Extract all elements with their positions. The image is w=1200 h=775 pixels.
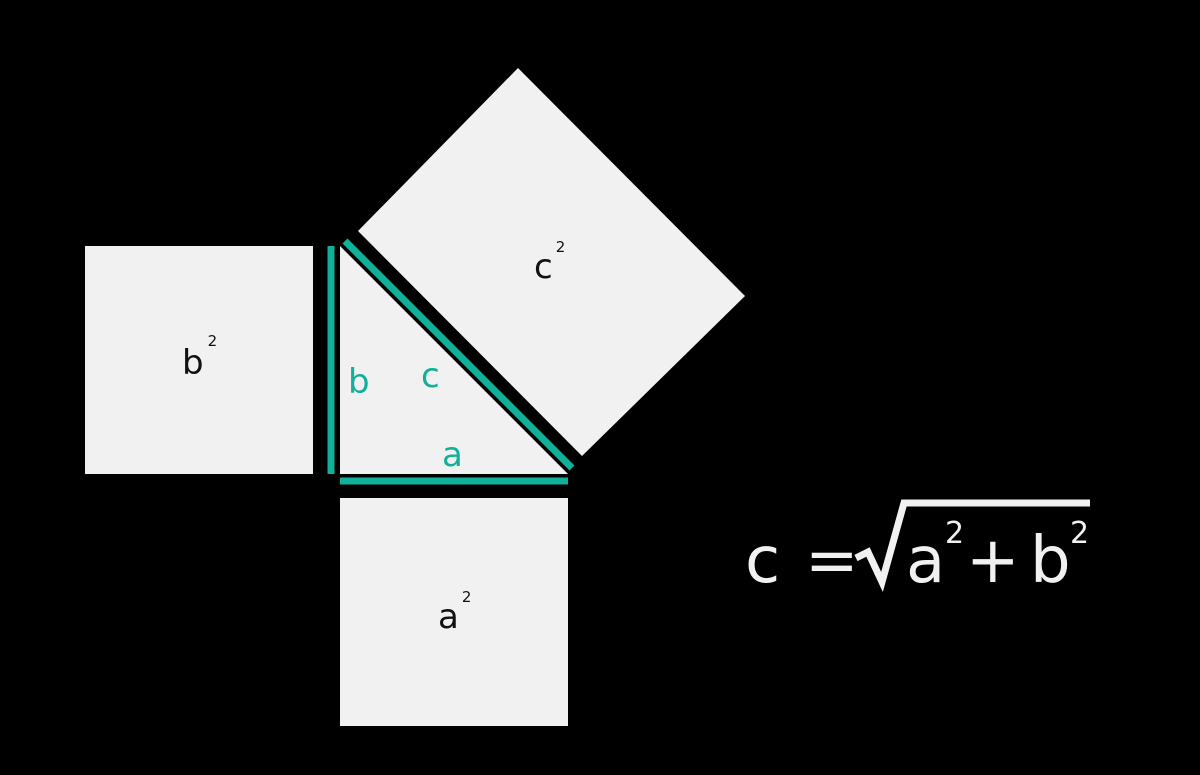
formula-equals: =	[805, 524, 859, 598]
side-a-label: a	[442, 435, 463, 475]
square-a	[340, 498, 568, 726]
formula-plus: +	[966, 524, 1020, 598]
square-b-label: b2	[182, 332, 217, 383]
square-c	[358, 68, 745, 456]
square-b	[85, 246, 313, 474]
square-root-symbol	[854, 499, 1090, 593]
formula-b: b	[1030, 524, 1071, 598]
side-c-label: c	[421, 356, 440, 396]
formula-b-exponent: 2	[1070, 516, 1089, 551]
formula-a-exponent: 2	[945, 516, 964, 551]
formula: c = a 2 + b 2	[745, 499, 1090, 598]
right-triangle	[340, 246, 568, 474]
side-c-line	[342, 238, 575, 471]
side-b-label: b	[348, 362, 370, 402]
formula-lhs: c	[745, 524, 780, 598]
formula-a: a	[906, 524, 945, 598]
